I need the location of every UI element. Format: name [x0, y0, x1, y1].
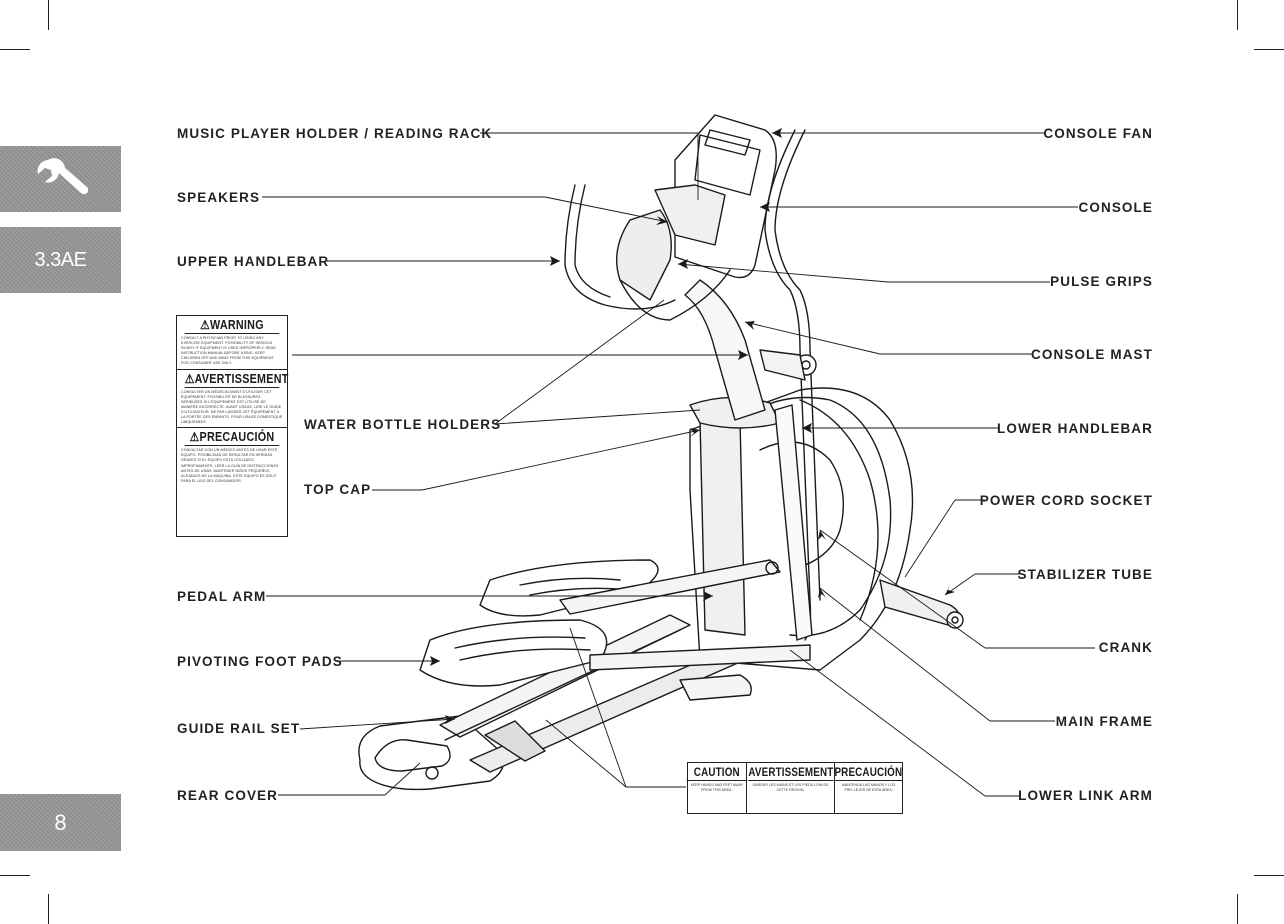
- crop-mark: [48, 894, 49, 924]
- arrow: [690, 428, 700, 437]
- crop-mark: [1254, 875, 1284, 876]
- leader-guide-rail: [299, 718, 456, 730]
- caution-precaucion-column: PRECAUCIÓN MANTENGA LAS MANOS Y LOS PIES…: [834, 763, 903, 813]
- caution-text: KEEP HANDS AND FEET AWAY FROM THIS AREA.: [690, 783, 744, 792]
- arrow: [802, 423, 812, 433]
- arrow: [550, 256, 560, 266]
- foot-pad-right: [479, 559, 659, 617]
- leader-water-bottle-a: [494, 299, 665, 425]
- model-tab: 3.3AE: [0, 227, 121, 293]
- leader-water-bottle-b: [494, 409, 701, 425]
- label-top-cap: TOP CAP: [304, 482, 372, 497]
- lower-handlebar-shape: [774, 404, 813, 641]
- caution-precaucion-text: MANTENGA LAS MANOS Y LOS PIES LEJOS DE E…: [841, 783, 896, 792]
- precaucion-section: ⚠PRECAUCIÓN CONSULTAR CON UN MÉDICO ANTE…: [177, 428, 287, 486]
- label-guide-rail-set: GUIDE RAIL SET: [177, 721, 301, 736]
- arrow: [772, 128, 782, 138]
- caution-avertissement-column: AVERTISSEMENT GARDER LES MAINS ET LES PI…: [747, 763, 836, 813]
- label-water-bottle-holders: WATER BOTTLE HOLDERS: [304, 417, 502, 432]
- arrow: [678, 259, 688, 269]
- arrow: [945, 585, 955, 595]
- crop-mark: [0, 49, 30, 50]
- pedal-arm-shape: [559, 559, 781, 615]
- page-number-tab: 8: [0, 794, 121, 851]
- caution-avertissement-text: GARDER LES MAINS ET LES PIEDS LOIN DE CE…: [752, 783, 829, 792]
- avertissement-text: CONSULTER UN MÉDECIN AVANT D'UTILISER CE…: [181, 389, 283, 425]
- precaucion-title: ⚠PRECAUCIÓN: [184, 429, 280, 447]
- crop-mark: [1254, 49, 1284, 50]
- label-rear-cover: REAR COVER: [177, 788, 279, 803]
- crop-mark: [1237, 894, 1238, 924]
- page-number: 8: [54, 809, 67, 835]
- arrow: [818, 588, 826, 598]
- wrench-icon: [37, 158, 88, 195]
- avertissement-section: ⚠AVERTISSEMENT CONSULTER UN MÉDECIN AVAN…: [177, 370, 289, 429]
- crop-mark: [0, 875, 30, 876]
- arrow: [703, 591, 713, 601]
- arrow: [430, 656, 440, 666]
- label-crank: CRANK: [1098, 640, 1153, 655]
- caution-precaucion-title: PRECAUCIÓN: [834, 765, 903, 781]
- label-console: CONSOLE: [1078, 200, 1153, 215]
- label-lower-handlebar: LOWER HANDLEBAR: [997, 421, 1153, 436]
- warning-label: ⚠WARNING CONSULT A PHYSICIAN PRIOR TO US…: [176, 315, 288, 537]
- arrow: [656, 216, 668, 225]
- label-speakers: SPEAKERS: [177, 190, 261, 205]
- label-console-fan: CONSOLE FAN: [1043, 126, 1153, 141]
- warning-section: ⚠WARNING CONSULT A PHYSICIAN PRIOR TO US…: [177, 316, 287, 370]
- avertissement-title: ⚠AVERTISSEMENT: [184, 371, 289, 388]
- upper-handlebar-left: [564, 184, 676, 310]
- label-stabilizer-tube: STABILIZER TUBE: [1017, 567, 1153, 582]
- model-tab-label: 3.3AE: [34, 248, 87, 271]
- crop-mark: [1237, 0, 1238, 30]
- label-upper-handlebar: UPPER HANDLEBAR: [177, 254, 330, 269]
- label-pivoting-foot-pads: PIVOTING FOOT PADS: [177, 654, 343, 669]
- label-console-mast: CONSOLE MAST: [1031, 347, 1153, 362]
- arrow: [745, 321, 755, 330]
- caution-column: CAUTION KEEP HANDS AND FEET AWAY FROM TH…: [686, 763, 747, 813]
- label-lower-link-arm: LOWER LINK ARM: [1018, 788, 1153, 803]
- label-music-player-holder: MUSIC PLAYER HOLDER / READING RACK: [177, 126, 493, 141]
- label-power-cord-socket: POWER CORD SOCKET: [979, 493, 1153, 508]
- precaucion-text: CONSULTAR CON UN MÉDICO ANTES DE USAR ES…: [181, 448, 279, 483]
- warning-title: ⚠WARNING: [184, 317, 280, 334]
- caution-title: CAUTION: [686, 763, 747, 781]
- label-pedal-arm: PEDAL ARM: [177, 589, 267, 604]
- caution-avertissement-title: AVERTISSEMENT: [747, 765, 833, 781]
- arrow: [760, 202, 770, 212]
- warning-text: CONSULT A PHYSICIAN PRIOR TO USING ANY E…: [181, 336, 276, 366]
- console-mast-shape: [684, 279, 766, 421]
- crop-mark: [48, 0, 49, 30]
- arrow: [738, 350, 748, 360]
- label-pulse-grips: PULSE GRIPS: [1050, 274, 1153, 289]
- caution-label: CAUTION KEEP HANDS AND FEET AWAY FROM TH…: [686, 762, 903, 814]
- wrench-tab: [0, 146, 121, 212]
- label-main-frame: MAIN FRAME: [1055, 714, 1153, 729]
- arrow: [445, 715, 455, 724]
- arrow: [818, 530, 826, 540]
